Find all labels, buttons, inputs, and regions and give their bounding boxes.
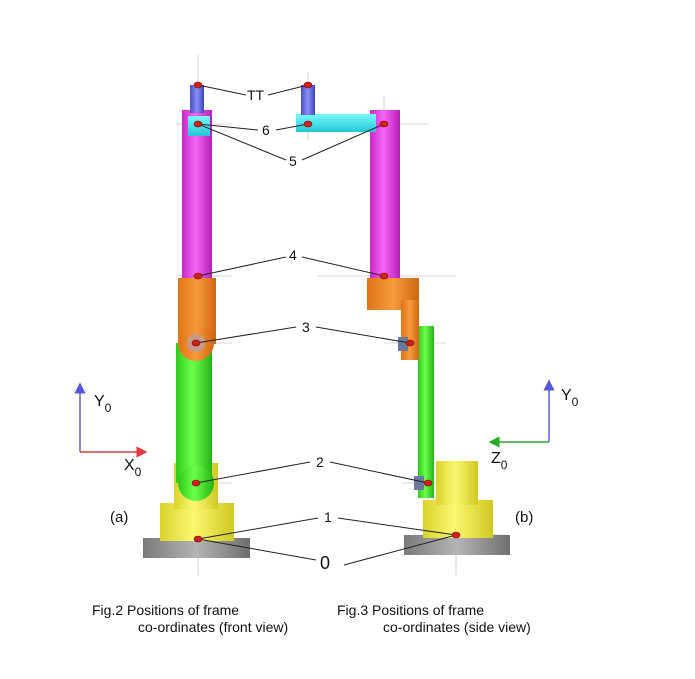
front-view-robot <box>143 85 250 558</box>
point-2-side <box>423 479 433 487</box>
label-6: 6 <box>262 122 270 138</box>
side-base-column <box>436 461 478 505</box>
front-x-label: X0 <box>124 457 142 479</box>
front-forearm <box>176 343 212 483</box>
front-axes: Y0 X0 <box>74 382 148 479</box>
point-5-side <box>379 120 389 128</box>
point-3-side <box>405 339 415 347</box>
label-4: 4 <box>289 247 297 263</box>
caption-side-view: Fig.3 Positions of frame co-ordinates (s… <box>337 602 531 636</box>
frame-points <box>191 81 461 543</box>
side-upper-arm <box>370 110 400 278</box>
side-tool-tip <box>301 85 315 115</box>
front-tool-tip <box>190 85 204 113</box>
caption-front-view: Fig.2 Positions of frame co-ordinates (f… <box>92 602 288 636</box>
side-link6-bar <box>296 114 376 132</box>
side-z-label: Z0 <box>491 450 508 472</box>
frame-labels: TT 6 5 4 3 2 1 0 (a) (b) <box>110 87 533 573</box>
point-4-side <box>379 272 389 280</box>
side-view-robot <box>296 85 510 555</box>
point-2-front <box>191 479 201 487</box>
side-joint2-stub <box>414 476 424 490</box>
label-tt: TT <box>247 87 265 103</box>
side-base-plate <box>404 535 510 555</box>
side-y-label: Y0 <box>561 387 579 409</box>
point-tt-side <box>303 81 313 89</box>
label-view-b: (b) <box>515 509 533 526</box>
caption-front-line1: Fig.2 Positions of frame <box>92 602 240 618</box>
front-upper-arm <box>182 110 212 278</box>
point-4-front <box>193 272 203 280</box>
point-6-front <box>193 120 203 128</box>
caption-side-line2: co-ordinates (side view) <box>383 619 531 635</box>
point-1-side <box>451 531 461 539</box>
point-tt-front <box>193 81 203 89</box>
side-axes: Y0 Z0 <box>488 379 579 472</box>
caption-front-line2: co-ordinates (front view) <box>138 619 289 635</box>
label-0: 0 <box>320 553 330 573</box>
caption-side-line1: Fig.3 Positions of frame <box>337 602 485 618</box>
side-forearm <box>418 326 434 498</box>
label-2: 2 <box>316 454 324 470</box>
label-3: 3 <box>302 319 310 335</box>
point-3-front <box>191 339 201 347</box>
side-joint3-stub <box>398 337 408 351</box>
label-1: 1 <box>324 509 332 525</box>
front-y-label: Y0 <box>94 393 112 415</box>
point-6-side <box>303 120 313 128</box>
label-5: 5 <box>289 153 297 169</box>
point-1-front <box>193 535 203 543</box>
label-view-a: (a) <box>110 509 128 526</box>
leader-lines <box>195 84 457 566</box>
